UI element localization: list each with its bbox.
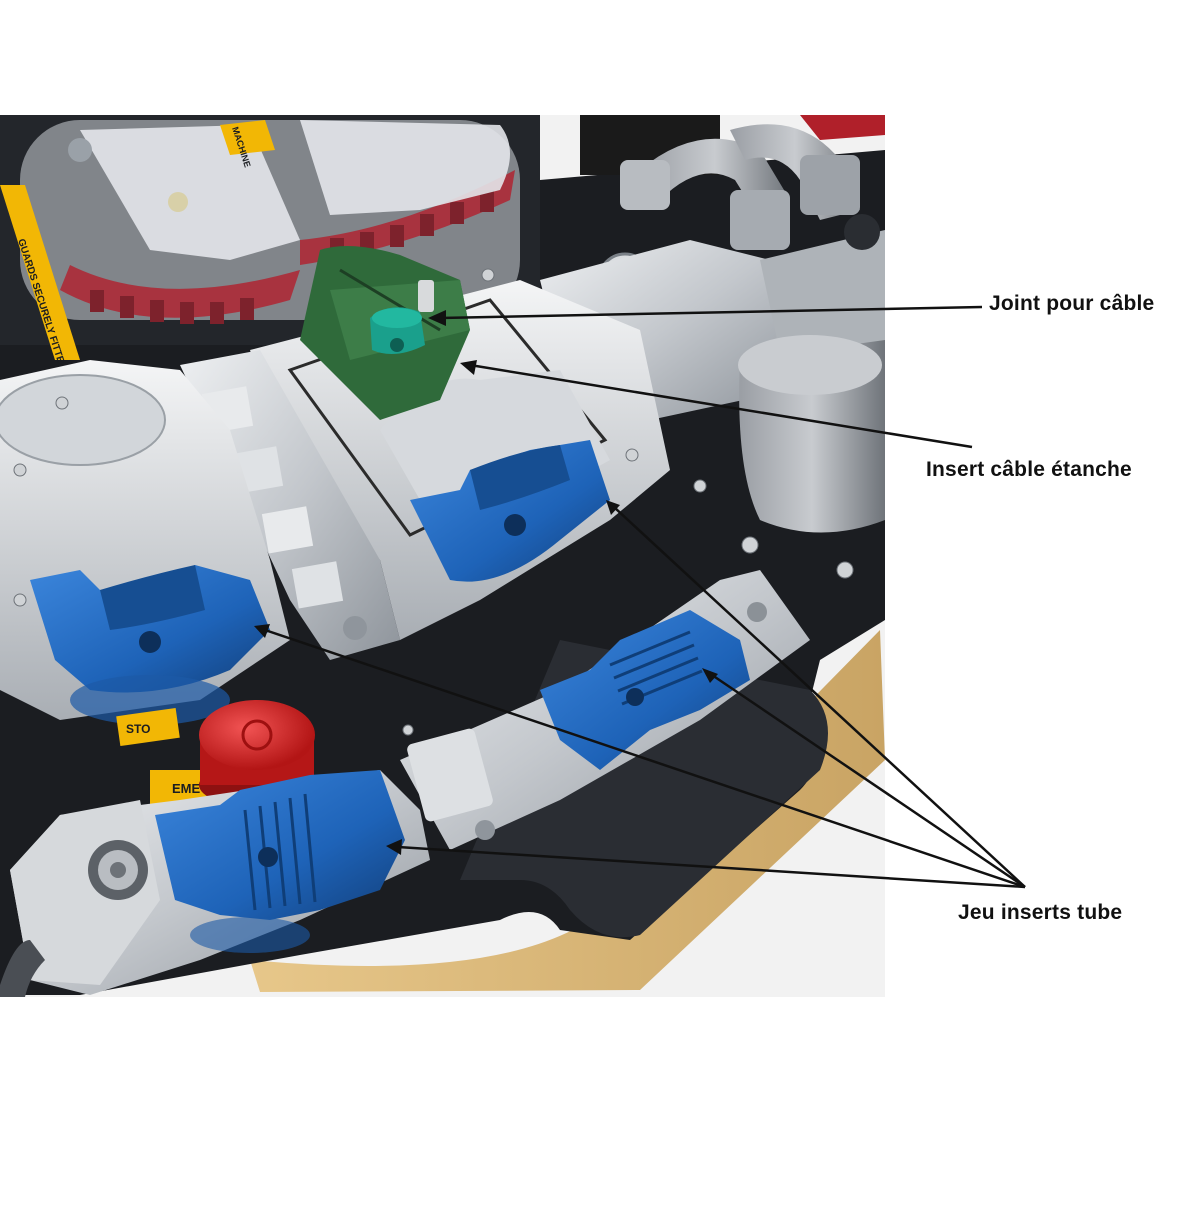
blue-insert-left: [30, 565, 270, 725]
guard-panel-left: [80, 125, 300, 260]
guard-panel-right: [300, 120, 510, 215]
arrow-jeu-3: [264, 628, 1026, 889]
arrowhead-jeu-4: [386, 839, 402, 855]
annotation-lines: [264, 305, 1026, 889]
arrow-insert: [469, 363, 973, 449]
right-clamp-arm: [400, 570, 810, 850]
hydraulic-fittings: [580, 115, 885, 250]
arrow-jeu-1: [614, 507, 1026, 888]
wooden-base: [250, 630, 885, 992]
arrowhead-joint: [428, 310, 446, 326]
blue-insert-right: [540, 610, 750, 770]
front-clamp-arm: [10, 770, 430, 995]
label-insert-cable-etanche: Insert câble étanche: [926, 458, 1132, 481]
arrowhead-jeu-3: [254, 624, 270, 638]
left-bore: [0, 374, 166, 466]
label-jeu-inserts-tube: Jeu inserts tube: [958, 901, 1123, 924]
teal-cable-seal: [370, 307, 425, 354]
hose-bottom-left: [0, 940, 45, 997]
arrowhead-jeu-2: [702, 668, 718, 683]
grey-cylinder: [738, 335, 885, 533]
guard-knob-icon: [168, 192, 188, 212]
emergency-stop-icon[interactable]: EME STO: [116, 700, 315, 807]
guard-bolt-icon: [68, 138, 92, 162]
motor-cap-icon: [844, 214, 880, 250]
arrow-joint: [439, 305, 983, 320]
blue-insert-center: [410, 440, 610, 582]
stop-decal-text: STO: [126, 722, 150, 736]
label-joint-pour-cable: Joint pour câble: [989, 292, 1155, 315]
plate-screws: [13, 268, 854, 736]
arrowheads: [254, 310, 718, 855]
emergency-decal-text: EME: [172, 781, 201, 796]
arm-bolt-icon: [747, 602, 767, 622]
arrowhead-jeu-1: [606, 500, 620, 515]
arrow-jeu-2: [711, 673, 1026, 889]
bolt-icon: [88, 840, 148, 900]
arrowhead-insert: [460, 360, 477, 375]
blue-insert-front: [155, 770, 405, 953]
arrow-jeu-4: [397, 845, 1026, 889]
